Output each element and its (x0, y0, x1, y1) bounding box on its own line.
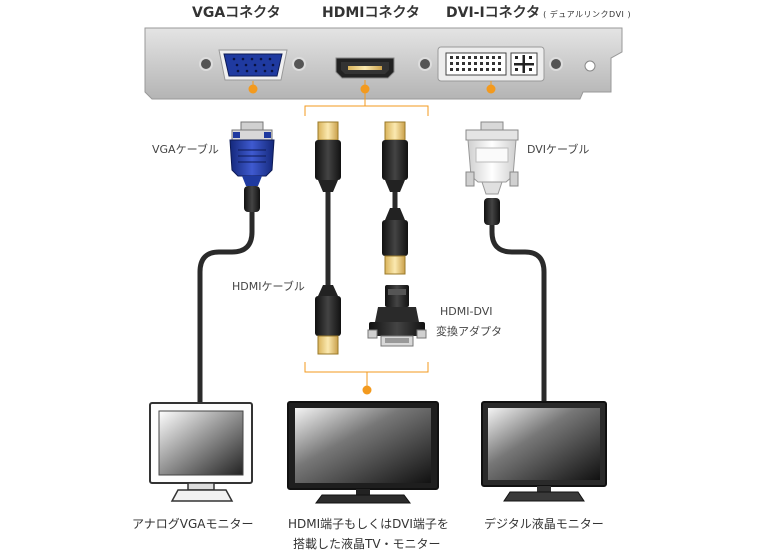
vga-cable-plug (229, 121, 275, 212)
analog-vga-monitor (149, 402, 253, 502)
graphics-card-bracket (144, 27, 623, 100)
tv-caption-line2: 搭載した液晶TV・モニター (293, 537, 441, 551)
digital-lcd-monitor (481, 401, 607, 502)
digital-monitor-caption: デジタル液晶モニター (484, 517, 604, 531)
vga-cable-label: VGAケーブル (152, 143, 219, 156)
adapter-label-line1: HDMI-DVI (440, 305, 493, 318)
adapter-label-line2: 変換アダプタ (436, 325, 502, 338)
hdmi-dvi-adapter (367, 285, 427, 347)
dvi-cable-plug (465, 121, 519, 225)
hdmi-cable-plug-bottom (315, 285, 341, 355)
analog-monitor-caption: アナログVGAモニター (132, 517, 254, 531)
tv-caption-line1: HDMI端子もしくはDVI端子を (288, 517, 449, 531)
hdmi-short-plug-bottom (382, 208, 408, 275)
hdmi-cable-label: HDMIケーブル (232, 280, 305, 293)
dvi-connector-note: ( デュアルリンクDVI ) (543, 10, 632, 19)
port-markers (248, 80, 496, 395)
lcd-tv-monitor (287, 401, 439, 504)
vga-port (199, 49, 306, 81)
dvi-connector-title-wrap: DVI-Iコネクタ( デュアルリンクDVI ) (446, 2, 631, 22)
hdmi-connector-title: HDMIコネクタ (322, 5, 420, 21)
dvi-port (418, 46, 563, 82)
hdmi-port (335, 57, 395, 79)
hdmi-short-plug-top (382, 121, 408, 192)
dvi-cable-label: DVIケーブル (527, 143, 590, 156)
vga-connector-title: VGAコネクタ (192, 5, 281, 21)
cable-wires (197, 187, 547, 408)
hdmi-cable-plug-top (315, 121, 341, 192)
dvi-connector-title: DVI-Iコネクタ (446, 5, 541, 21)
